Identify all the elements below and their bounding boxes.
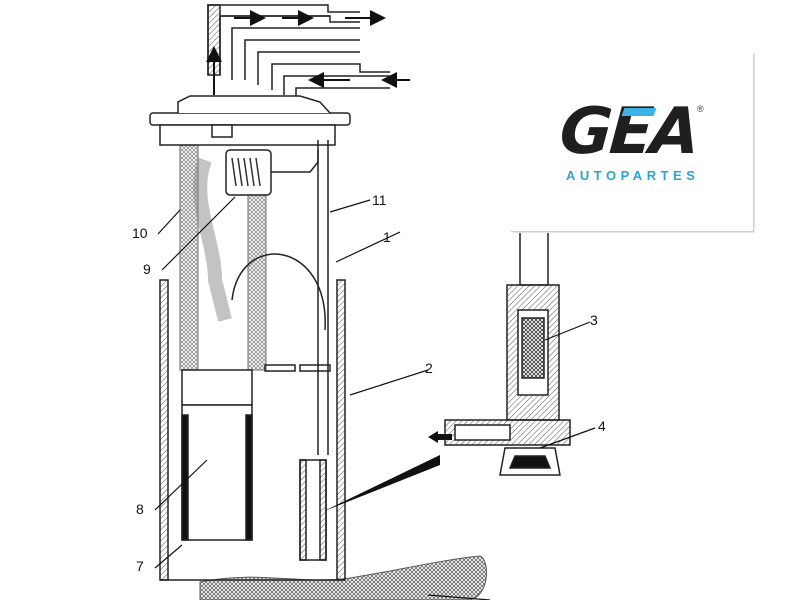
brand-logo-card: GEA ® AUTOPARTES: [510, 52, 753, 231]
jet-pump: [299, 459, 327, 561]
brand-tagline: AUTOPARTES: [566, 168, 700, 183]
registered-mark: ®: [697, 104, 704, 114]
callout-7: 7: [136, 558, 144, 574]
callout-8: 8: [136, 501, 144, 517]
fuel-pump: [181, 369, 253, 541]
callout-1: 1: [383, 229, 391, 245]
corrugated-hoses: [179, 144, 267, 371]
callout-2: 2: [425, 360, 433, 376]
pointer-wedge: [322, 455, 440, 512]
return-tube: [231, 140, 329, 455]
callout-9: 9: [143, 261, 151, 277]
regulator-housing: [225, 149, 319, 196]
callout-11: 11: [372, 192, 387, 208]
callout-4: 4: [598, 418, 606, 434]
callout-3: 3: [590, 312, 598, 328]
brand-accent-bar: [621, 108, 657, 116]
filter-mesh: [199, 555, 488, 600]
outlet-pipes: [207, 4, 390, 100]
flange: [149, 95, 351, 146]
callout-10: 10: [132, 225, 148, 241]
flow-arrows: [206, 10, 410, 95]
detail-valve: [444, 229, 571, 476]
outlet-arrow-icon: [428, 431, 452, 443]
leader-lines: [154, 196, 596, 600]
